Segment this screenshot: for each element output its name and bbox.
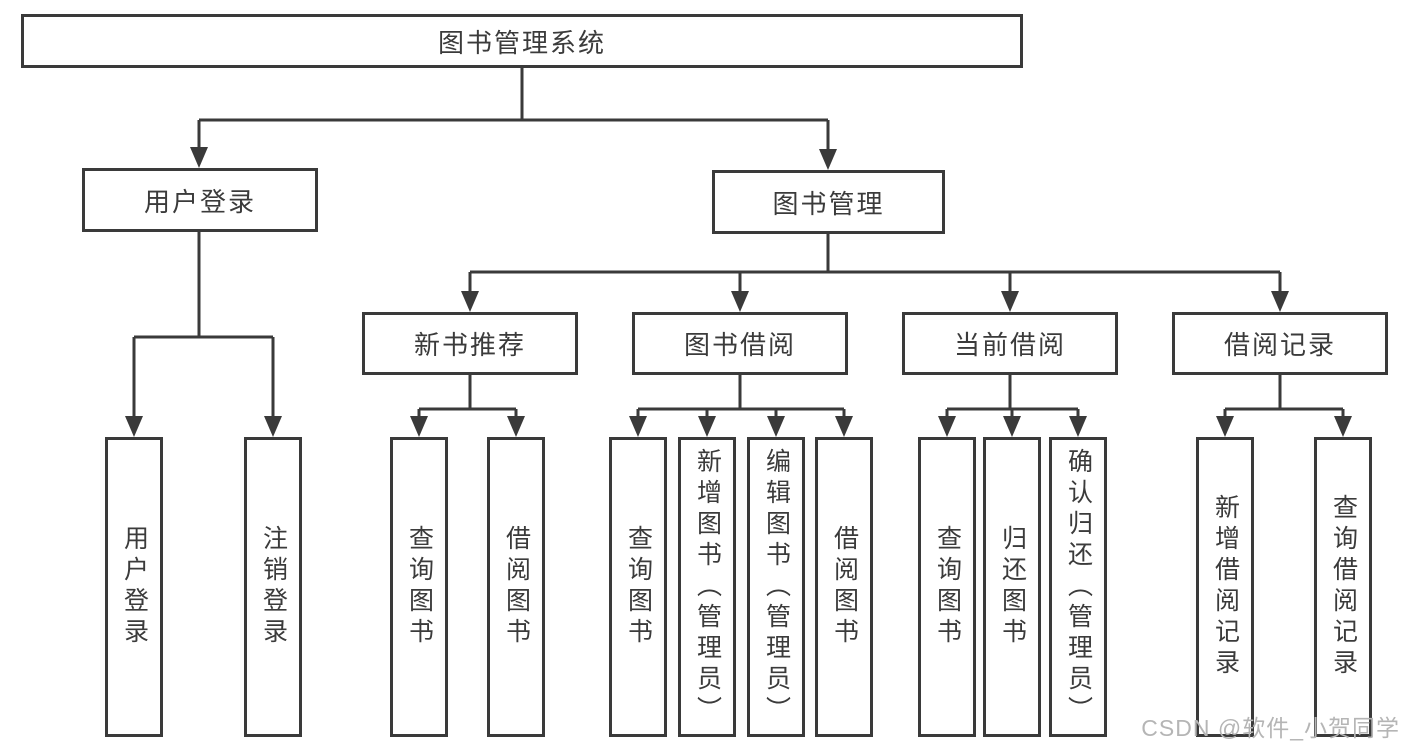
node-leaf-edit-books-admin: 编辑图书（管理员） [747, 437, 805, 737]
node-user-login: 用户登录 [82, 168, 318, 232]
node-root: 图书管理系统 [21, 14, 1023, 68]
arrowhead-icon [1216, 416, 1234, 437]
node-leaf-add-borrow-record: 新增借阅记录 [1196, 437, 1254, 737]
arrowhead-icon [125, 416, 143, 437]
node-leaf-borrow-books: 借阅图书 [815, 437, 873, 737]
arrowhead-icon [835, 416, 853, 437]
node-leaf-query-books-borrow: 查询图书 [609, 437, 667, 737]
arrowhead-icon [731, 291, 749, 312]
arrowhead-icon [1001, 291, 1019, 312]
arrowhead-icon [629, 416, 647, 437]
arrowhead-icon [1003, 416, 1021, 437]
node-leaf-borrow-books-recommend: 借阅图书 [487, 437, 545, 737]
arrowhead-icon [190, 147, 208, 168]
arrowhead-icon [698, 416, 716, 437]
node-leaf-user-login: 用户登录 [105, 437, 163, 737]
node-leaf-logout: 注销登录 [244, 437, 302, 737]
node-borrow-records: 借阅记录 [1172, 312, 1388, 375]
node-book-borrow: 图书借阅 [632, 312, 848, 375]
arrowhead-icon [461, 291, 479, 312]
arrowhead-icon [767, 416, 785, 437]
node-leaf-add-books-admin: 新增图书（管理员） [678, 437, 736, 737]
node-leaf-query-books-recommend: 查询图书 [390, 437, 448, 737]
arrowhead-icon [1069, 416, 1087, 437]
node-current-borrow: 当前借阅 [902, 312, 1118, 375]
arrowhead-icon [264, 416, 282, 437]
arrowhead-icon [1271, 291, 1289, 312]
arrowhead-icon [819, 149, 837, 170]
arrowheads [125, 147, 1352, 437]
connector-path [132, 68, 1345, 417]
node-leaf-return-books: 归还图书 [983, 437, 1041, 737]
arrowhead-icon [1334, 416, 1352, 437]
node-leaf-query-borrow-record: 查询借阅记录 [1314, 437, 1372, 737]
csdn-watermark: CSDN @软件_小贺同学 [1141, 715, 1400, 741]
arrowhead-icon [938, 416, 956, 437]
node-new-book-recommend: 新书推荐 [362, 312, 578, 375]
node-leaf-query-books-current: 查询图书 [918, 437, 976, 737]
arrowhead-icon [410, 416, 428, 437]
arrowhead-icon [507, 416, 525, 437]
node-book-management: 图书管理 [712, 170, 945, 234]
node-leaf-confirm-return-admin: 确认归还（管理员） [1049, 437, 1107, 737]
